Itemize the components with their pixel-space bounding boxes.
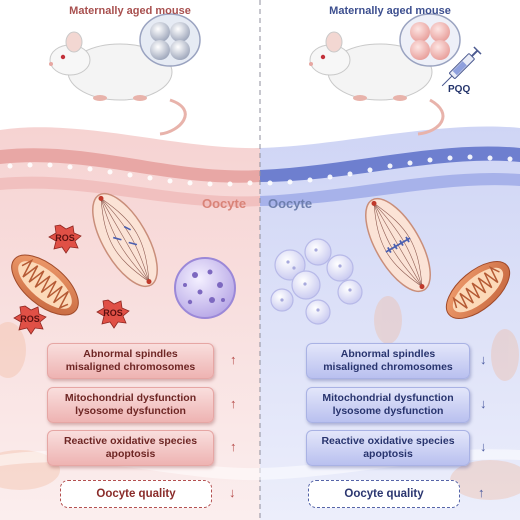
up-arrow-icon: ↑ [230,352,237,367]
quality-label: Oocyte quality [344,488,424,500]
right-panel-title: Maternally aged mouse [329,5,451,17]
left-finding-spindles: Abnormal spindles misaligned chromosomes [47,343,214,379]
ros-label: ROS [20,314,40,324]
ros-burst-icon [96,299,130,329]
right-oocyte-label: Oocyte [268,196,313,211]
ros-burst-icon [13,305,47,335]
spindle-icon [365,197,431,293]
left-finding-mitochondria: Mitochondrial dysfunction lysosome dysfu… [47,387,214,423]
finding-line: lysosome dysfunction [332,405,444,417]
down-arrow-icon: ↓ [480,439,487,454]
right-finding-spindles: Abnormal spindles misaligned chromosomes [306,343,470,379]
up-arrow-icon: ↑ [478,485,485,500]
ros-label: ROS [103,308,123,318]
up-arrow-icon: ↑ [230,396,237,411]
finding-line: misaligned chromosomes [323,361,453,373]
finding-line: apoptosis [363,448,413,460]
right-oocyte-quality: Oocyte quality [308,480,460,508]
mouse-icon [309,31,445,136]
down-arrow-icon: ↓ [480,352,487,367]
spindle-icon [92,192,158,288]
mitochondrion-icon [445,261,511,319]
finding-line: Mitochondrial dysfunction [322,392,454,404]
ros-label: ROS [55,233,75,243]
syringe-icon [441,46,482,87]
left-oocyte-label: Oocyte [202,196,247,211]
finding-line: Abnormal spindles [83,348,178,360]
finding-line: Reactive oxidative species [63,435,198,447]
quality-label: Oocyte quality [96,488,176,500]
finding-line: misaligned chromosomes [65,361,196,373]
down-arrow-icon: ↓ [480,396,487,411]
left-panel-title: Maternally aged mouse [69,5,191,17]
right-finding-mitochondria: Mitochondrial dysfunction lysosome dysfu… [306,387,470,423]
mitochondrion-icon [11,254,79,316]
down-arrow-icon: ↓ [229,485,236,500]
oocyte-cluster-icon [399,13,461,67]
pqq-label: PQQ [448,84,471,95]
finding-line: Abnormal spindles [340,348,436,360]
finding-line: apoptosis [105,448,156,460]
oocyte-cluster-icon [139,13,201,67]
finding-line: Mitochondrial dysfunction [64,392,197,404]
mouse-icon [49,31,187,136]
right-finding-ros: Reactive oxidative species apoptosis [306,430,470,466]
ros-burst-icon [48,224,82,254]
finding-line: Reactive oxidative species [321,435,455,447]
lysosome-icon [174,257,236,319]
left-finding-ros: Reactive oxidative species apoptosis [47,430,214,466]
left-oocyte-quality: Oocyte quality [60,480,212,508]
up-arrow-icon: ↑ [230,439,237,454]
finding-line: lysosome dysfunction [75,405,186,417]
